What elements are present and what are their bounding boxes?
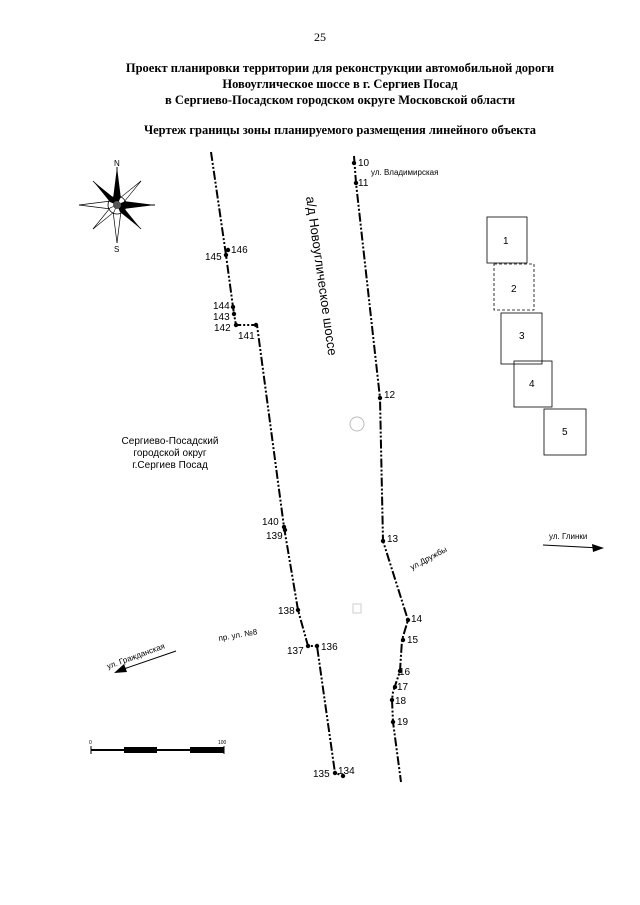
title-line-3: в Сергиево-Посадском городском округе Мо…	[164, 93, 516, 107]
scale-bar-start-label: 0	[89, 740, 92, 746]
stamp-mark-2-icon	[352, 603, 362, 614]
point-label-143: 143	[213, 312, 230, 323]
glinki-arrow-line	[542, 544, 601, 549]
grazhdanskaya-arrow-line	[117, 650, 177, 672]
sheet-4-label: 4	[529, 379, 535, 390]
point-label-15: 15	[407, 635, 419, 646]
point-label-19: 19	[397, 717, 409, 728]
sheet-5-label: 5	[562, 427, 568, 438]
glinki-arrow-icon	[592, 544, 604, 552]
point-label-146: 146	[231, 245, 248, 256]
point-label-10: 10	[358, 158, 370, 169]
point-label-144: 144	[213, 301, 230, 312]
point-label-136: 136	[321, 642, 338, 653]
point-label-138: 138	[278, 606, 295, 617]
point-label-140: 140	[262, 517, 279, 528]
point-label-139: 139	[266, 531, 283, 542]
point-label-135: 135	[313, 769, 330, 780]
grazhdanskaya-arrow-icon	[114, 664, 127, 673]
sheet-index	[486, 216, 587, 456]
point-label-14: 14	[411, 614, 423, 625]
drawing-subtitle: Чертеж границы зоны планируемого размеще…	[143, 123, 537, 137]
street-label-glinki: ул. Глинки	[549, 532, 587, 541]
sheet-1-label: 1	[503, 236, 509, 247]
scale-bar	[90, 746, 225, 754]
street-label-vladimirskaya: ул. Владимирская	[371, 168, 438, 177]
district-label-line-1: Сергиево-Посадский	[122, 436, 219, 447]
road-label: а/д Новоуглическое шоссе	[303, 195, 340, 356]
point-label-16: 16	[399, 667, 411, 678]
point-label-134: 134	[338, 766, 355, 777]
point-label-142: 142	[214, 323, 231, 334]
title-line-2: Новоуглическое шоссе в г. Сергиев Посад	[222, 77, 458, 91]
boundary-points	[223, 160, 411, 779]
point-label-141: 141	[238, 331, 255, 342]
street-label-proezd-8: пр. ул. №8	[218, 627, 259, 643]
compass-south-label: S	[114, 245, 119, 254]
district-label-line-3: г.Сергиев Посад	[132, 460, 208, 471]
street-label-druzhby: ул.Дружбы	[409, 545, 449, 572]
page-number: 25	[314, 30, 326, 44]
page-title: Проект планировки территории для реконст…	[60, 60, 620, 108]
sheet-2-label: 2	[511, 284, 517, 295]
scale-bar-end-label: 100	[218, 740, 227, 746]
compass-rose-icon	[78, 167, 155, 244]
point-label-137: 137	[287, 646, 304, 657]
stamp-mark-icon	[349, 416, 365, 432]
compass-north-label: N	[114, 159, 120, 168]
point-label-145: 145	[205, 252, 222, 263]
point-label-18: 18	[395, 696, 407, 707]
street-label-grazhdanskaya: ул. Гражданская	[106, 642, 166, 671]
title-line-1: Проект планировки территории для реконст…	[125, 61, 555, 75]
point-label-13: 13	[387, 534, 399, 545]
point-label-17: 17	[397, 682, 409, 693]
sheet-3-label: 3	[519, 331, 525, 342]
point-label-11: 11	[358, 178, 369, 189]
point-label-12: 12	[384, 390, 396, 401]
district-label-line-2: городской округ	[133, 448, 207, 459]
